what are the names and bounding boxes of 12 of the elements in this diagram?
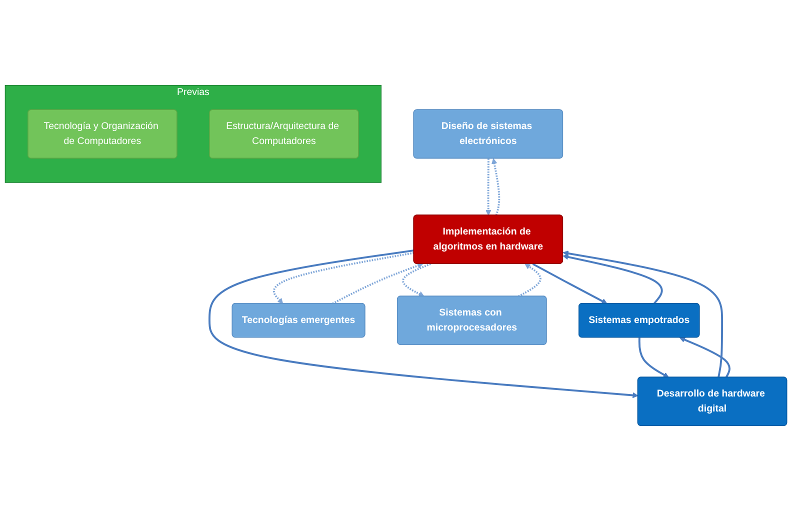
arrow — [402, 263, 431, 297]
arrow — [679, 337, 730, 378]
arrow — [532, 263, 608, 304]
arrow — [273, 252, 414, 304]
arrow — [638, 338, 669, 378]
arrow — [492, 158, 500, 216]
arrow — [208, 250, 638, 398]
arrow — [518, 264, 542, 298]
arrow — [486, 158, 492, 216]
arrow — [562, 254, 663, 304]
arrow — [332, 262, 424, 304]
arrow — [562, 250, 724, 378]
